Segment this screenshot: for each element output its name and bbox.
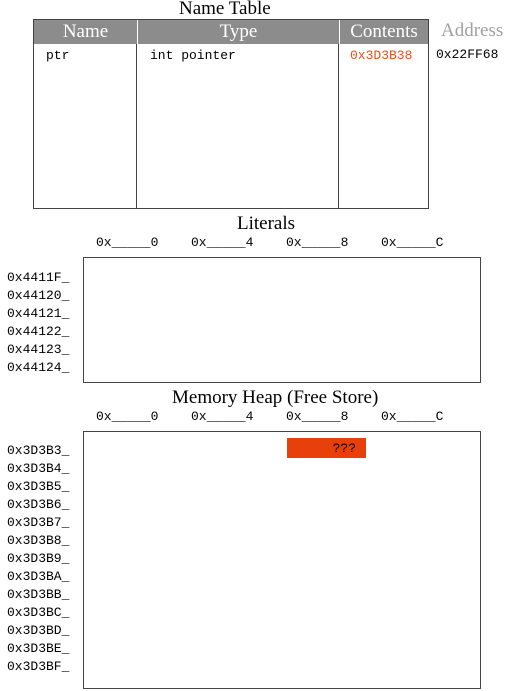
row-name: ptr <box>46 48 70 63</box>
heap-box <box>83 431 481 689</box>
row-contents: 0x3D3B38 <box>350 48 413 63</box>
row-label: 0x4411F_ <box>7 270 70 285</box>
heap-title: Memory Heap (Free Store) <box>172 387 379 408</box>
row-label: 0x44121_ <box>7 306 70 321</box>
row-label: 0x44122_ <box>7 324 70 339</box>
header-address: Address <box>441 20 504 41</box>
row-label: 0x3D3B6_ <box>7 497 70 512</box>
row-label: 0x3D3BC_ <box>7 605 70 620</box>
name-table-title: Name Table <box>179 0 271 19</box>
column-label: 0x_____C <box>381 235 444 250</box>
column-label: 0x_____0 <box>96 409 159 424</box>
header-name: Name <box>34 20 137 44</box>
column-label: 0x_____4 <box>191 235 254 250</box>
column-label: 0x_____8 <box>286 409 349 424</box>
row-label: 0x3D3BD_ <box>7 623 70 638</box>
literals-box <box>83 257 481 383</box>
column-label: 0x_____8 <box>286 235 349 250</box>
row-label: 0x44124_ <box>7 360 70 375</box>
row-label: 0x44123_ <box>7 342 70 357</box>
column-label: 0x_____0 <box>96 235 159 250</box>
row-label: 0x3D3B3_ <box>7 443 70 458</box>
row-label: 0x3D3BF_ <box>7 659 70 674</box>
row-label: 0x3D3B5_ <box>7 479 70 494</box>
row-label: 0x3D3BB_ <box>7 587 70 602</box>
row-type: int pointer <box>150 48 236 63</box>
row-label: 0x3D3B7_ <box>7 515 70 530</box>
name-table: Name Type Contents ptr int pointer 0x3D3… <box>33 19 429 209</box>
column-label: 0x_____4 <box>191 409 254 424</box>
row-address: 0x22FF68 <box>436 47 499 62</box>
row-label: 0x3D3B9_ <box>7 551 70 566</box>
column-divider <box>136 44 137 208</box>
column-label: 0x_____C <box>381 409 444 424</box>
row-label: 0x44120_ <box>7 288 70 303</box>
heap-cell-unknown: ??? <box>287 438 366 458</box>
header-contents: Contents <box>339 20 428 44</box>
header-type: Type <box>137 20 339 44</box>
row-label: 0x3D3BE_ <box>7 641 70 656</box>
literals-title: Literals <box>237 213 296 234</box>
column-divider <box>338 44 339 208</box>
row-label: 0x3D3BA_ <box>7 569 70 584</box>
row-label: 0x3D3B8_ <box>7 533 70 548</box>
row-label: 0x3D3B4_ <box>7 461 70 476</box>
